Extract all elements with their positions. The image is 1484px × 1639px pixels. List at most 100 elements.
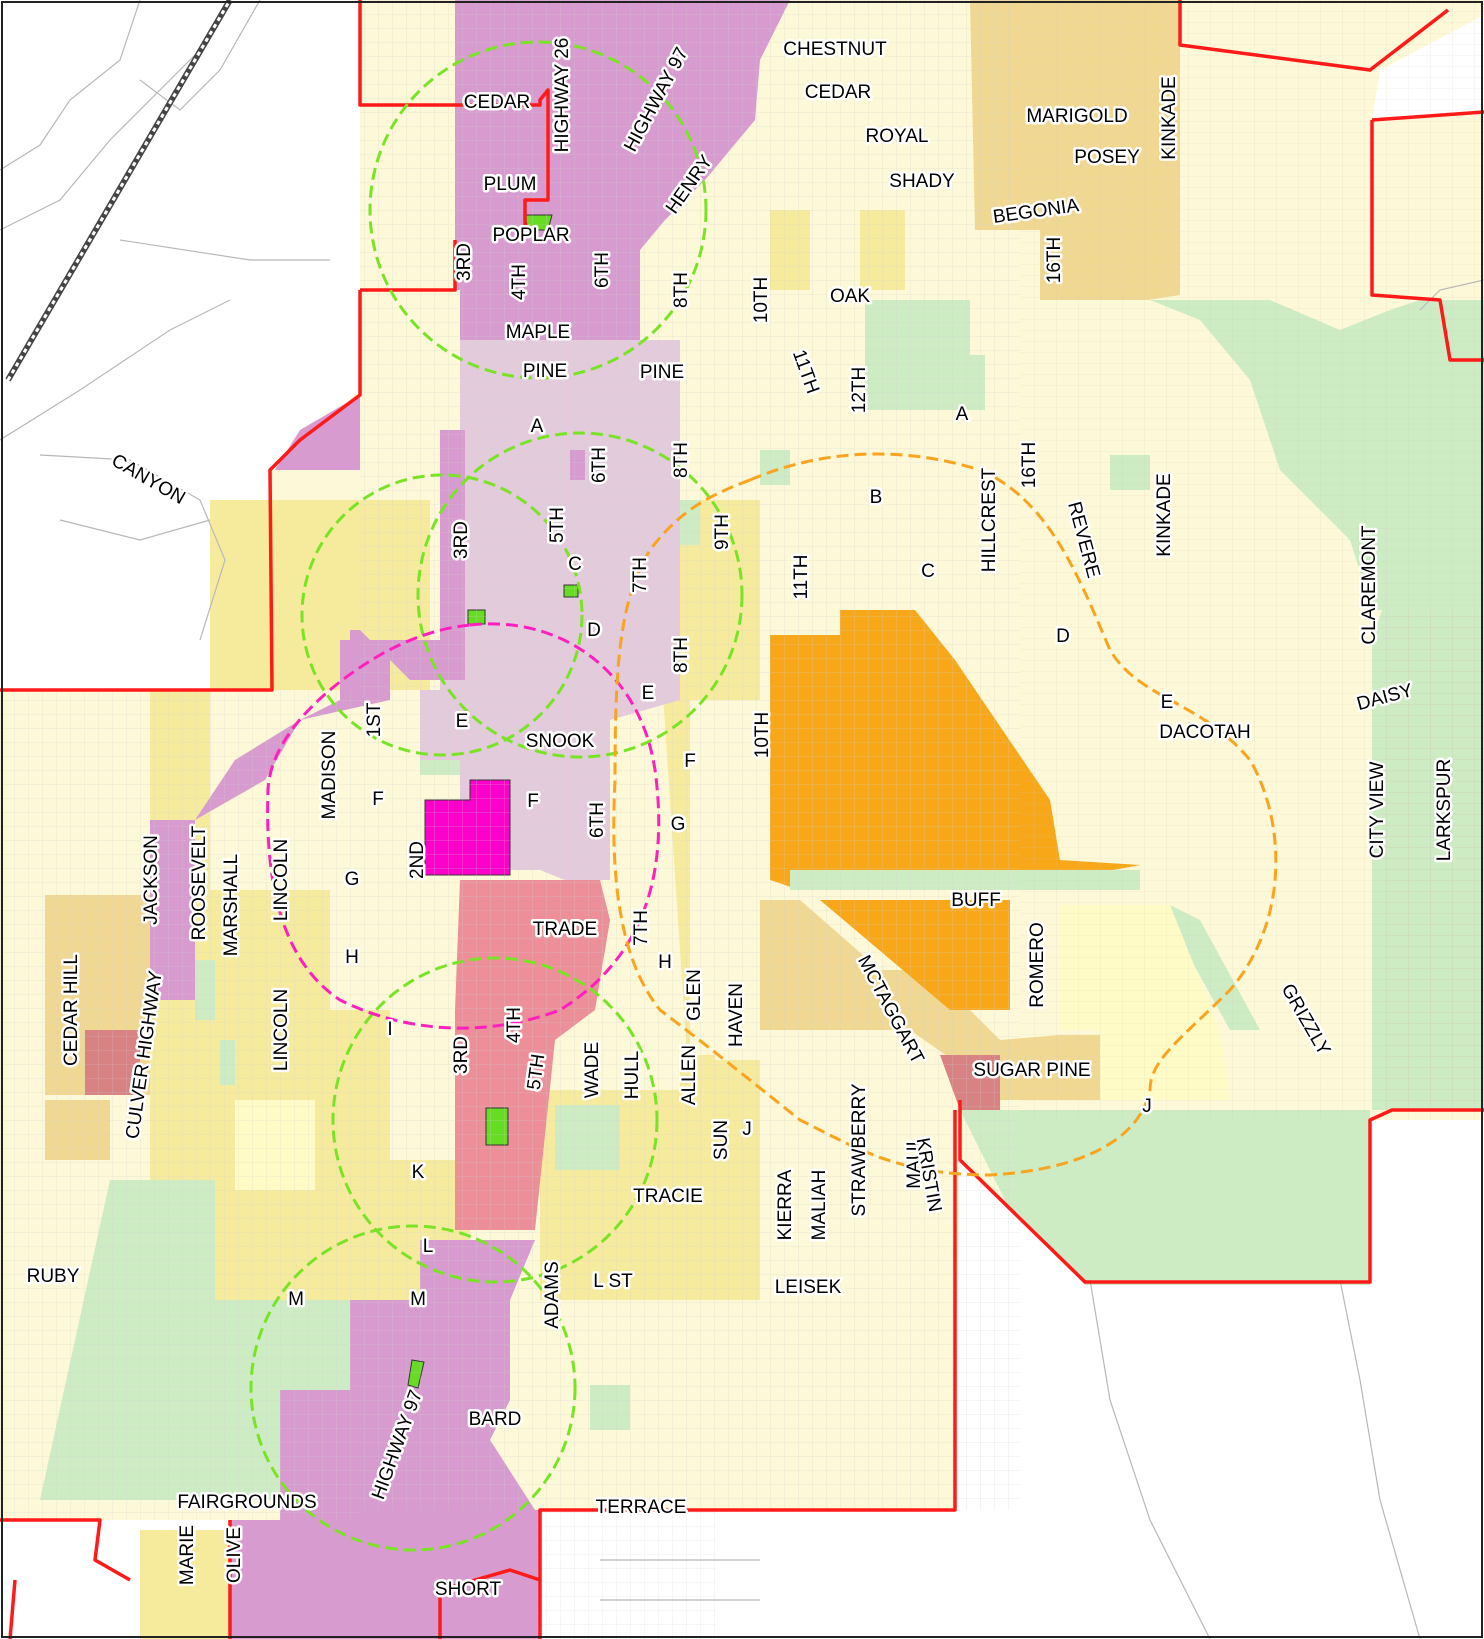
street-label-maple: MAPLE xyxy=(506,322,570,343)
street-label-kinkade-n: KINKADE xyxy=(1159,76,1180,159)
street-label-6th-n: 6TH xyxy=(592,252,613,288)
street-label-e-c: E xyxy=(642,683,655,704)
street-label-hull: HULL xyxy=(622,1051,643,1100)
street-label-6th-m: 6TH xyxy=(589,447,610,483)
street-label-glen: GLEN xyxy=(684,969,705,1021)
street-label-2nd: 2ND xyxy=(407,841,428,879)
street-label-m-e: M xyxy=(410,1289,426,1310)
street-label-terrace: TERRACE xyxy=(596,1497,687,1518)
street-label-jackson: JACKSON xyxy=(141,835,162,925)
street-label-3rd-s: 3RD xyxy=(451,1036,472,1074)
street-label-larkspur: LARKSPUR xyxy=(1434,759,1455,861)
street-label-sun: SUN xyxy=(711,1120,732,1160)
street-label-romero: ROMERO xyxy=(1027,922,1048,1008)
street-label-maui: MAUI xyxy=(904,1141,925,1189)
street-label-cedar-hill: CEDAR HILL xyxy=(61,954,82,1066)
street-label-lincoln-n: LINCOLN xyxy=(271,839,292,921)
street-label-8th-m: 8TH xyxy=(671,442,692,478)
street-label-c-w: C xyxy=(568,554,582,575)
street-label-3rd-n: 3RD xyxy=(454,243,475,281)
street-label-10th-n: 10TH xyxy=(751,277,772,323)
street-label-h-w: H xyxy=(345,947,359,968)
street-label-adams: ADAMS xyxy=(542,1261,563,1329)
street-label-trade: TRADE xyxy=(533,919,597,940)
street-label-j-w: J xyxy=(742,1119,752,1140)
street-label-pine-e: PINE xyxy=(640,362,684,383)
street-label-10th-s: 10TH xyxy=(752,712,773,758)
street-label-tracie: TRACIE xyxy=(633,1186,703,1207)
street-label-buff: BUFF xyxy=(951,890,1001,911)
street-label-i: I xyxy=(387,1019,392,1040)
street-label-kinkade-m: KINKADE xyxy=(1154,473,1175,556)
street-label-snook: SNOOK xyxy=(526,731,595,752)
street-label-12th: 12TH xyxy=(849,367,870,413)
street-label-fairgrounds: FAIRGROUNDS xyxy=(177,1492,316,1513)
street-label-h-e: H xyxy=(658,952,672,973)
street-label-7th-s: 7TH xyxy=(631,910,652,946)
street-label-cedar-e: CEDAR xyxy=(805,82,872,103)
street-label-3rd-m: 3RD xyxy=(451,521,472,559)
street-label-11th-m: 11TH xyxy=(791,554,812,599)
street-label-f-c: F xyxy=(527,791,539,812)
street-label-marigold: MARIGOLD xyxy=(1026,106,1127,127)
street-label-f-w: F xyxy=(372,789,384,810)
street-label-short: SHORT xyxy=(435,1579,502,1600)
street-label-16th-n: 16TH xyxy=(1044,237,1065,283)
street-label-b: B xyxy=(870,487,883,508)
street-label-royal: ROYAL xyxy=(865,126,928,147)
street-label-olive: OLIVE xyxy=(224,1527,245,1583)
street-label-a-e: A xyxy=(956,404,969,425)
street-label-hwy26: HIGHWAY 26 xyxy=(552,38,573,153)
street-label-8th-s: 8TH xyxy=(671,637,692,673)
street-label-cedar-w: CEDAR xyxy=(464,92,531,113)
street-label-a-w: A xyxy=(531,416,544,437)
zone-park-se xyxy=(960,1110,1370,1285)
street-label-e-e: E xyxy=(1161,692,1174,713)
street-label-g-w: G xyxy=(345,869,360,890)
street-label-pine-w: PINE xyxy=(523,361,567,382)
street-label-j-e: J xyxy=(1142,1096,1152,1117)
street-label-sugar-pine: SUGAR PINE xyxy=(973,1060,1090,1081)
street-label-maliah: MALIAH xyxy=(809,1170,830,1241)
street-label-leisek: LEISEK xyxy=(775,1277,842,1298)
street-label-6th-s: 6TH xyxy=(587,802,608,838)
street-label-posey: POSEY xyxy=(1074,147,1140,168)
street-label-allen: ALLEN xyxy=(679,1045,700,1105)
street-label-lincoln-s: LINCOLN xyxy=(271,989,292,1071)
street-label-plum: PLUM xyxy=(484,174,537,195)
street-label-4th-s: 4TH xyxy=(504,1007,525,1043)
street-label-c-e: C xyxy=(921,561,935,582)
zone-residential-med-sw xyxy=(140,1530,230,1639)
street-label-f-e: F xyxy=(684,751,696,772)
street-label-roosevelt: ROOSEVELT xyxy=(189,825,210,940)
street-label-chestnut: CHESTNUT xyxy=(783,39,887,60)
street-label-8th-n: 8TH xyxy=(671,272,692,308)
street-label-hillcrest: HILLCREST xyxy=(979,467,1000,572)
street-label-d-e: D xyxy=(1056,626,1070,647)
street-label-k: K xyxy=(412,1162,425,1183)
street-label-marie: MARIE xyxy=(177,1525,198,1585)
street-label-e-w: E xyxy=(456,711,469,732)
street-label-strawberry: STRAWBERRY xyxy=(849,1083,870,1216)
street-label-4th-n: 4TH xyxy=(509,264,530,300)
street-label-oak: OAK xyxy=(830,286,870,307)
street-label-dacotah: DACOTAH xyxy=(1159,722,1250,743)
street-label-shady: SHADY xyxy=(889,171,955,192)
street-label-5th-m: 5TH xyxy=(547,507,568,543)
street-label-claremont: CLAREMONT xyxy=(1359,525,1380,645)
street-label-madison: MADISON xyxy=(319,731,340,820)
street-label-m-w: M xyxy=(288,1289,304,1310)
street-label-d-w: D xyxy=(587,620,601,641)
street-label-g-e: G xyxy=(671,814,686,835)
buffer-circles xyxy=(249,40,1278,1552)
street-label-wade: WADE xyxy=(582,1042,603,1098)
street-label-ruby: RUBY xyxy=(27,1266,80,1287)
street-label-kierra: KIERRA xyxy=(775,1169,796,1240)
street-label-bard: BARD xyxy=(469,1409,522,1430)
